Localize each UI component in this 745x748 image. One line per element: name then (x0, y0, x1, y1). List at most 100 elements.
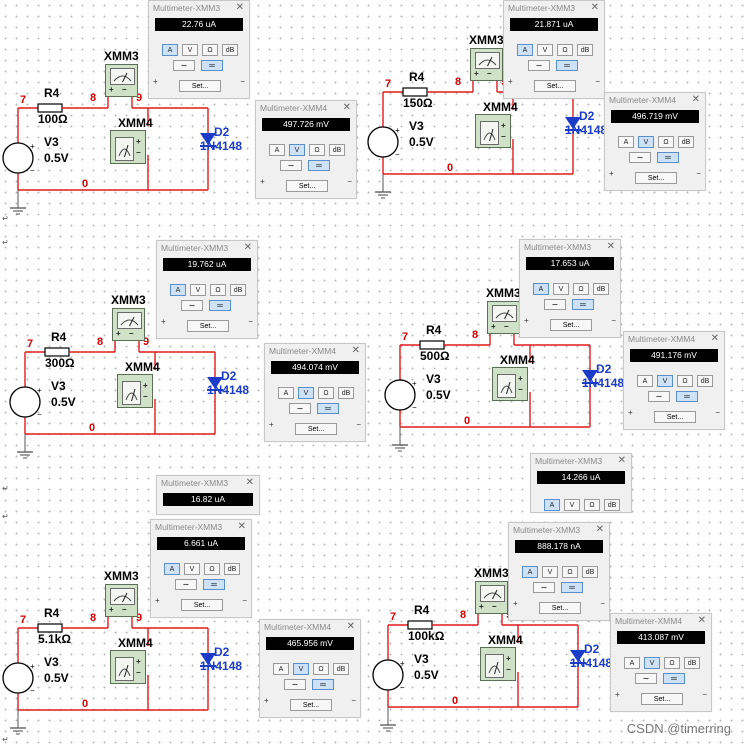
dc-mode-button[interactable]: ═ (308, 160, 330, 171)
ohmmeter-mode-button[interactable]: Ω (562, 566, 578, 578)
voltmeter-mode-button[interactable]: V (293, 663, 309, 675)
decibel-mode-button[interactable]: dB (604, 499, 620, 511)
ac-mode-button[interactable]: ∼ (635, 673, 657, 684)
ac-mode-button[interactable]: ∼ (175, 579, 197, 590)
xmm4-meter-symbol[interactable]: +− (110, 130, 146, 164)
decibel-mode-button[interactable]: dB (224, 563, 240, 575)
dc-mode-button[interactable]: ═ (663, 673, 685, 684)
ammeter-mode-button[interactable]: A (269, 144, 285, 156)
ohmmeter-mode-button[interactable]: Ω (309, 144, 325, 156)
close-icon[interactable]: ✕ (606, 241, 615, 252)
decibel-mode-button[interactable]: dB (678, 136, 694, 148)
close-icon[interactable]: ✕ (590, 2, 599, 13)
settings-button[interactable]: Set... (550, 319, 592, 331)
xmm3-meter-symbol[interactable]: + − (470, 48, 503, 81)
ac-mode-button[interactable]: ∼ (528, 60, 550, 71)
ac-mode-button[interactable]: ∼ (280, 160, 302, 171)
xmm4-meter-symbol[interactable]: +− (475, 114, 511, 148)
close-icon[interactable]: ✕ (691, 94, 700, 105)
decibel-mode-button[interactable]: dB (338, 387, 354, 399)
ohmmeter-mode-button[interactable]: Ω (557, 44, 573, 56)
close-icon[interactable]: ✕ (237, 521, 246, 532)
decibel-mode-button[interactable]: dB (582, 566, 598, 578)
ac-mode-button[interactable]: ∼ (533, 582, 555, 593)
settings-button[interactable]: Set... (654, 411, 696, 423)
close-icon[interactable]: ✕ (595, 524, 604, 535)
ac-mode-button[interactable]: ∼ (648, 391, 670, 402)
settings-button[interactable]: Set... (181, 599, 223, 611)
close-icon[interactable]: ✕ (710, 333, 719, 344)
voltmeter-mode-button[interactable]: V (298, 387, 314, 399)
ammeter-mode-button[interactable]: A (164, 563, 180, 575)
dc-mode-button[interactable]: ═ (676, 391, 698, 402)
ammeter-mode-button[interactable]: A (544, 499, 560, 511)
ac-mode-button[interactable]: ∼ (181, 300, 203, 311)
voltmeter-mode-button[interactable]: V (182, 44, 198, 56)
settings-button[interactable]: Set... (539, 602, 581, 614)
ammeter-mode-button[interactable]: A (624, 657, 640, 669)
close-icon[interactable]: ✕ (351, 345, 360, 356)
voltmeter-mode-button[interactable]: V (564, 499, 580, 511)
extra-multimeter-xmm3[interactable]: Multimeter-XMM3 ✕ 14.266 uA A V Ω dB (530, 453, 632, 513)
dc-mode-button[interactable]: ═ (201, 60, 223, 71)
voltmeter-mode-button[interactable]: V (644, 657, 660, 669)
dc-mode-button[interactable]: ═ (572, 299, 594, 310)
dc-mode-button[interactable]: ═ (556, 60, 578, 71)
dc-mode-button[interactable]: ═ (657, 152, 679, 163)
voltmeter-mode-button[interactable]: V (537, 44, 553, 56)
ohmmeter-mode-button[interactable]: Ω (210, 284, 226, 296)
settings-button[interactable]: Set... (179, 80, 221, 92)
ohmmeter-mode-button[interactable]: Ω (584, 499, 600, 511)
close-icon[interactable]: ✕ (243, 242, 252, 253)
decibel-mode-button[interactable]: dB (593, 283, 609, 295)
close-icon[interactable]: ✕ (245, 477, 254, 488)
ammeter-mode-button[interactable]: A (533, 283, 549, 295)
ac-mode-button[interactable]: ∼ (544, 299, 566, 310)
voltmeter-mode-button[interactable]: V (553, 283, 569, 295)
xmm3-meter-symbol[interactable]: + − (487, 301, 520, 334)
ohmmeter-mode-button[interactable]: Ω (313, 663, 329, 675)
xmm3-meter-symbol[interactable]: + − (105, 64, 138, 97)
xmm3-meter-symbol[interactable]: + − (105, 584, 138, 617)
ohmmeter-mode-button[interactable]: Ω (677, 375, 693, 387)
dc-mode-button[interactable]: ═ (561, 582, 583, 593)
ohmmeter-mode-button[interactable]: Ω (204, 563, 220, 575)
settings-button[interactable]: Set... (286, 180, 328, 192)
ammeter-mode-button[interactable]: A (162, 44, 178, 56)
decibel-mode-button[interactable]: dB (697, 375, 713, 387)
voltmeter-mode-button[interactable]: V (657, 375, 673, 387)
settings-button[interactable]: Set... (641, 693, 683, 705)
voltmeter-mode-button[interactable]: V (184, 563, 200, 575)
ohmmeter-mode-button[interactable]: Ω (573, 283, 589, 295)
ammeter-mode-button[interactable]: A (170, 284, 186, 296)
decibel-mode-button[interactable]: dB (333, 663, 349, 675)
ammeter-mode-button[interactable]: A (637, 375, 653, 387)
close-icon[interactable]: ✕ (346, 621, 355, 632)
ohmmeter-mode-button[interactable]: Ω (318, 387, 334, 399)
ohmmeter-mode-button[interactable]: Ω (202, 44, 218, 56)
voltmeter-mode-button[interactable]: V (190, 284, 206, 296)
xmm3-meter-symbol[interactable]: + − (112, 308, 145, 341)
ammeter-mode-button[interactable]: A (273, 663, 289, 675)
dc-mode-button[interactable]: ═ (312, 679, 334, 690)
xmm4-meter-symbol[interactable]: +− (480, 647, 516, 681)
close-icon[interactable]: ✕ (235, 2, 244, 13)
xmm4-meter-symbol[interactable]: +− (492, 367, 528, 401)
ammeter-mode-button[interactable]: A (517, 44, 533, 56)
decibel-mode-button[interactable]: dB (684, 657, 700, 669)
dc-mode-button[interactable]: ═ (209, 300, 231, 311)
xmm4-meter-symbol[interactable]: +− (117, 374, 153, 408)
settings-button[interactable]: Set... (187, 320, 229, 332)
ac-mode-button[interactable]: ∼ (173, 60, 195, 71)
